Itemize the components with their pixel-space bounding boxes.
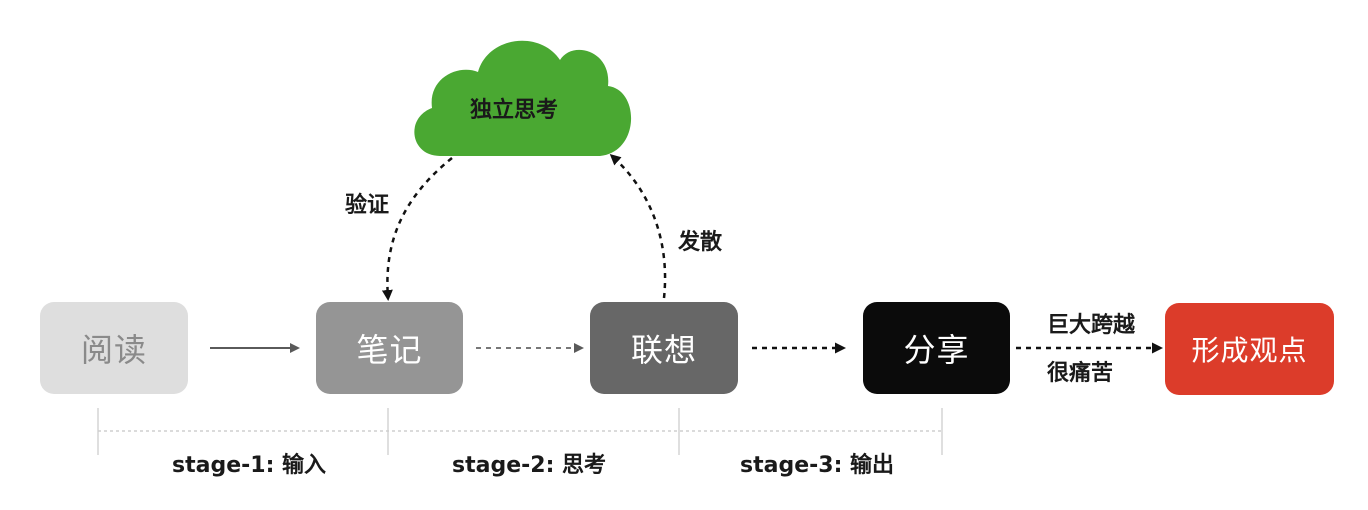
box-associate: 联想	[590, 302, 738, 394]
painful-label: 很痛苦	[1047, 361, 1114, 386]
cloud-label: 独立思考	[470, 98, 559, 123]
box-share: 分享	[863, 302, 1010, 394]
box-read: 阅读	[40, 302, 188, 394]
stage-3-label: stage-3: 输出	[740, 453, 895, 478]
box-view: 形成观点	[1165, 303, 1334, 395]
verify-arrow	[381, 157, 453, 301]
stage-1-label: stage-1: 输入	[172, 453, 327, 478]
diverge-label: 发散	[678, 230, 723, 255]
box-note: 笔记	[316, 302, 463, 394]
leap-label: 巨大跨越	[1047, 313, 1136, 338]
verify-label: 验证	[345, 193, 390, 218]
diverge-arrow	[609, 153, 667, 299]
stage-2-label: stage-2: 思考	[452, 453, 607, 478]
cloud-shape	[414, 40, 632, 156]
